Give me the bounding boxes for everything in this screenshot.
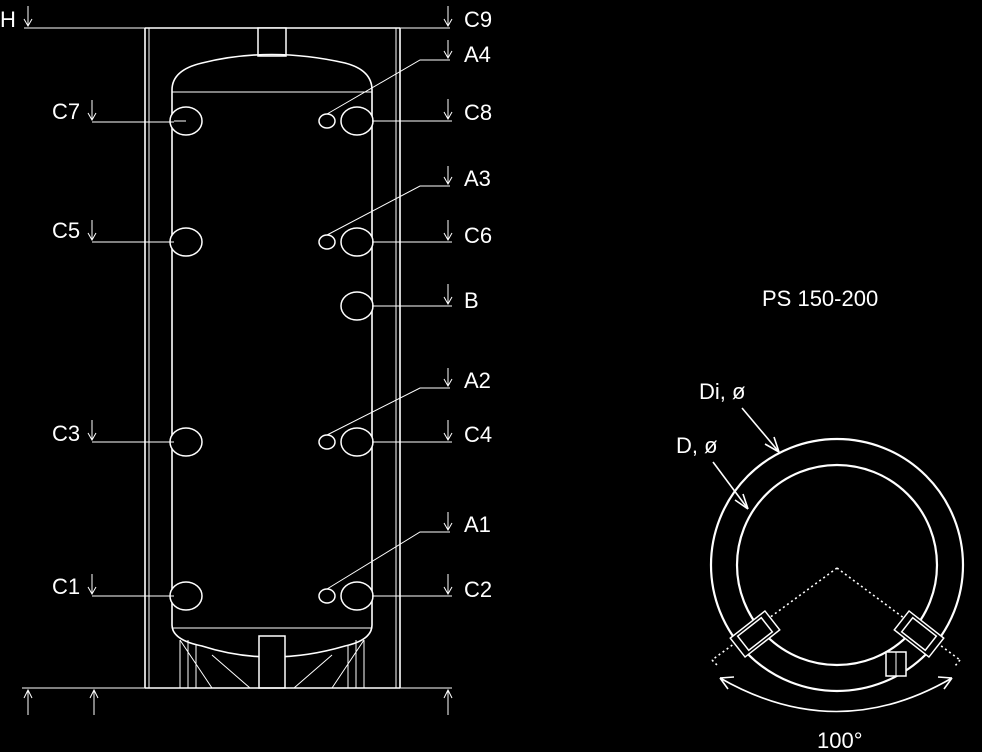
d-leader xyxy=(712,461,749,510)
label-a3: A3 xyxy=(464,166,491,191)
nozzle-c7 xyxy=(169,106,203,136)
left-nozzles xyxy=(169,106,203,611)
angle-label: 100° xyxy=(817,728,863,752)
nozzle-c4 xyxy=(318,427,374,457)
label-c1: C1 xyxy=(52,574,80,599)
di-label: Di, ø xyxy=(699,379,745,404)
nozzle-c5 xyxy=(169,227,203,257)
nozzle-c6 xyxy=(318,227,374,257)
dimension-lines xyxy=(22,6,453,715)
nozzle-b xyxy=(340,291,374,321)
nozzle-c3 xyxy=(169,427,203,457)
label-c2: C2 xyxy=(464,577,492,602)
angle-dotted-right xyxy=(836,567,961,661)
nozzle-c8 xyxy=(318,106,374,136)
right-nozzles xyxy=(318,106,374,611)
label-h: H xyxy=(0,7,16,32)
plan-nozzle-bottom xyxy=(885,651,907,677)
label-a1: A1 xyxy=(464,512,491,537)
label-c9: C9 xyxy=(464,7,492,32)
label-a2: A2 xyxy=(464,368,491,393)
plan-view: PS 150-200 100° Di, ø D, ø xyxy=(676,286,965,752)
label-c3: C3 xyxy=(52,421,80,446)
label-c8: C8 xyxy=(464,100,492,125)
label-c4: C4 xyxy=(464,422,492,447)
angle-dotted-left xyxy=(711,567,838,661)
inner-circle xyxy=(735,463,939,667)
angle-arc xyxy=(719,677,953,713)
plan-nozzle-left xyxy=(729,609,781,659)
label-c7: C7 xyxy=(52,99,80,124)
model-label: PS 150-200 xyxy=(762,286,878,311)
nozzle-c1 xyxy=(169,581,203,611)
label-c5: C5 xyxy=(52,218,80,243)
connection-labels: H C9 A4 C7 C8 A3 C5 C6 B A2 C3 C4 A1 C1 … xyxy=(0,7,492,602)
plan-nozzle-right xyxy=(893,609,945,659)
outer-circle xyxy=(709,437,965,693)
label-b: B xyxy=(464,288,479,313)
nozzle-c2 xyxy=(318,581,374,611)
label-a4: A4 xyxy=(464,42,491,67)
di-leader xyxy=(741,407,780,453)
label-c6: C6 xyxy=(464,223,492,248)
d-label: D, ø xyxy=(676,433,718,458)
